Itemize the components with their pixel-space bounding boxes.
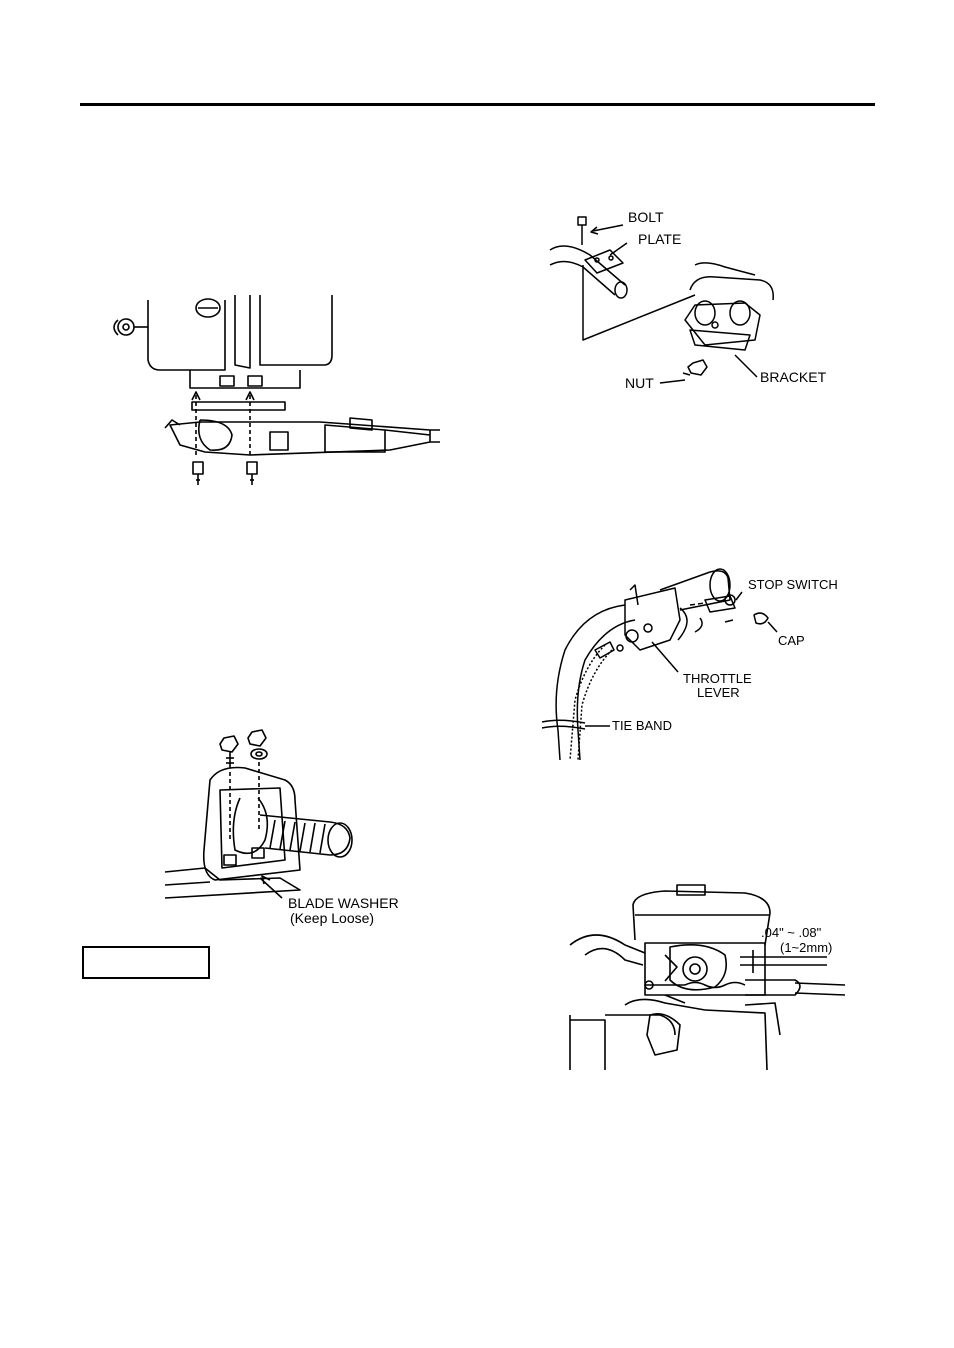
plate-icon <box>584 249 624 274</box>
bracket-label: BRACKET <box>760 369 827 385</box>
figure-carburetor <box>565 884 846 1075</box>
bolt-icon <box>577 216 587 226</box>
tie-band-label: TIE BAND <box>612 718 672 733</box>
nut-icon <box>687 359 708 376</box>
stop-switch-icon <box>704 595 736 613</box>
throttle-label-line1: THROTTLE <box>683 671 752 686</box>
header-rule <box>80 103 875 106</box>
throttle-label-line2: LEVER <box>697 685 740 700</box>
figure-throttle-handle <box>530 560 850 770</box>
gap-inch-label: .04" ~ .08" <box>761 925 822 940</box>
stop-switch-label: STOP SWITCH <box>748 577 838 592</box>
nut-label: NUT <box>625 375 654 391</box>
figure-grip-guard <box>160 720 430 920</box>
empty-box <box>82 946 210 979</box>
figure-bracket-assembly <box>545 205 845 400</box>
bolt-label: BOLT <box>628 209 664 225</box>
cap-label: CAP <box>778 633 805 648</box>
figure-gearcase-mount <box>100 280 440 495</box>
nut-icon <box>247 729 267 747</box>
gap-mm-label: (1~2mm) <box>780 940 833 955</box>
blade-washer-label: BLADE WASHER <box>288 895 399 911</box>
plate-label: PLATE <box>638 231 682 247</box>
bracket-icon <box>684 302 761 346</box>
cap-icon <box>753 612 769 625</box>
bolt-icon <box>219 735 239 753</box>
keep-loose-label: (Keep Loose) <box>290 910 375 926</box>
